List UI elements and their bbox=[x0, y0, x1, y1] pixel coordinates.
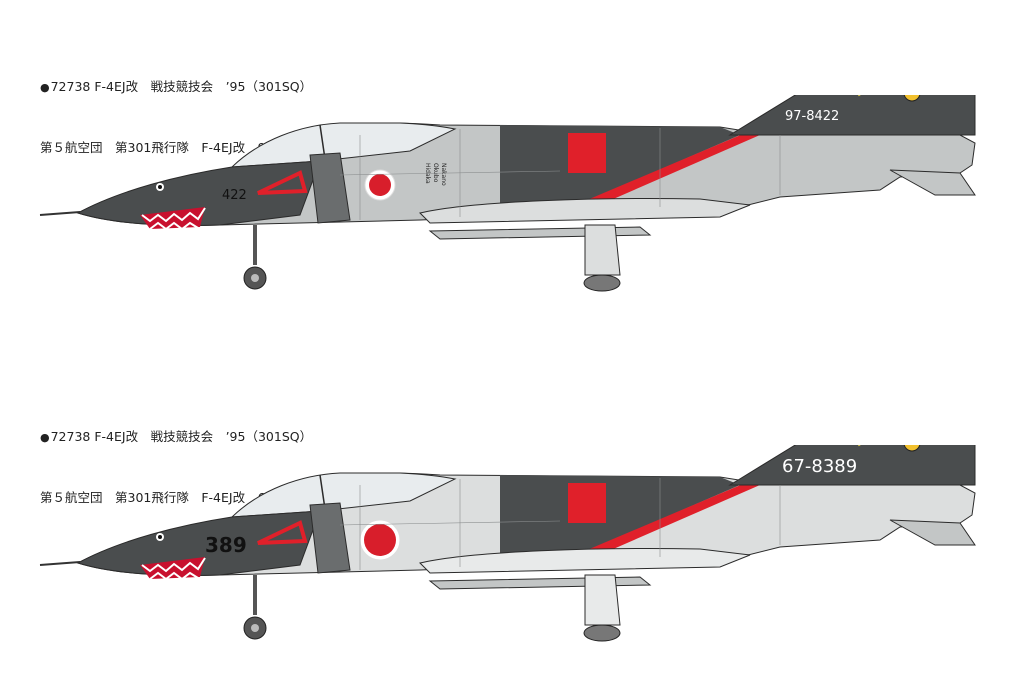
caption-title-text-1: 72738 F-4EJ改 戦技競技会 ’95（301SQ） bbox=[50, 79, 313, 94]
nose-number-1: 422 bbox=[222, 188, 247, 203]
crew-name-2: Okubo bbox=[432, 163, 439, 183]
caption-title-1: ●72738 F-4EJ改 戦技競技会 ’95（301SQ） bbox=[40, 77, 560, 98]
nose-number-2: 389 bbox=[205, 533, 247, 557]
tail-serial-2: 67-8389 bbox=[782, 456, 857, 477]
tail-serial-1: 97-8422 bbox=[785, 109, 839, 124]
f4ej-profile-illustration-1: 422 Hidaka Okubo Nakano 97-8422 bbox=[39, 95, 976, 292]
caption-title-2: ●72738 F-4EJ改 戦技競技会 ’95（301SQ） bbox=[40, 427, 573, 448]
caption-title-text-2: 72738 F-4EJ改 戦技競技会 ’95（301SQ） bbox=[50, 429, 313, 444]
f4ej-profile-illustration-2: 389 67-8389 bbox=[39, 445, 976, 642]
bullet-icon: ● bbox=[40, 431, 50, 444]
bullet-icon: ● bbox=[40, 81, 50, 94]
crew-name-3: Nakano bbox=[440, 163, 447, 186]
